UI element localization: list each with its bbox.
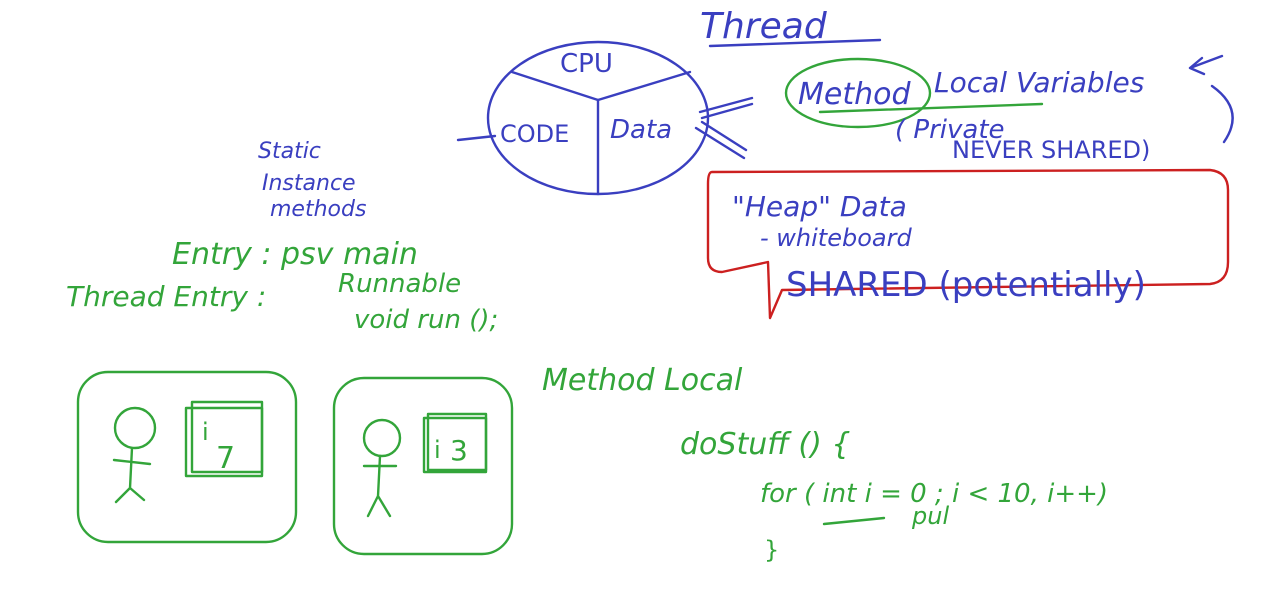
thread-entry-label: Thread Entry : — [66, 280, 266, 313]
private-label: ( Private — [895, 115, 1005, 145]
code-line-dostuff: doStuff () { — [680, 427, 850, 462]
method-highlight-ellipse — [784, 57, 932, 129]
variable-box-1-frame — [190, 400, 264, 474]
thread-box-1 — [76, 370, 298, 544]
methods-label: methods — [270, 197, 366, 222]
left-arrow-icon — [1188, 54, 1224, 76]
closing-paren-stroke — [1210, 84, 1234, 144]
circle-pointer-line — [456, 134, 497, 142]
stick-figure-icon-2 — [362, 454, 398, 518]
code-blank-line — [822, 516, 886, 526]
runnable-label: Runnable — [338, 269, 461, 299]
cpu-label: CPU — [560, 49, 613, 79]
instance-label: Instance — [262, 171, 356, 196]
heap-box — [706, 168, 1230, 320]
var-name-1: i — [202, 418, 209, 446]
data-label: Data — [610, 115, 672, 145]
never-shared-label: NEVER SHARED) — [952, 136, 1150, 164]
var-name-2: i — [434, 436, 441, 464]
code-line-pul: pul — [911, 502, 949, 530]
method-label: Method — [798, 77, 911, 112]
heap-data-label: "Heap" Data — [732, 190, 907, 223]
static-label: Static — [258, 139, 321, 164]
entry-main-label: Entry : psv main — [172, 237, 418, 272]
code-label: CODE — [500, 120, 569, 148]
thread-title: Thread — [700, 6, 828, 47]
code-line-close: } — [764, 536, 779, 564]
shared-potentially-label: SHARED (potentially) — [786, 265, 1146, 305]
whiteboard-label: - whiteboard — [760, 224, 912, 252]
stick-figure-head-1 — [113, 406, 157, 450]
data-arrow-to-heap — [694, 120, 748, 160]
var-value-2: 3 — [450, 434, 468, 467]
local-variables-label: Local Variables — [934, 66, 1144, 99]
void-run-label: void run (); — [354, 305, 498, 335]
local-vars-underline — [818, 102, 1044, 114]
var-value-1: 7 — [216, 441, 235, 476]
stick-figure-head-2 — [362, 418, 402, 458]
thread-box-2 — [332, 376, 514, 556]
method-local-label: Method Local — [542, 363, 743, 398]
data-arrow-to-method — [698, 96, 754, 120]
title-underline — [708, 38, 882, 48]
stick-figure-icon-1 — [112, 446, 152, 504]
code-line-for: for ( int i = 0 ; i < 10, i++) — [760, 479, 1108, 509]
variable-box-2-frame — [426, 412, 488, 472]
